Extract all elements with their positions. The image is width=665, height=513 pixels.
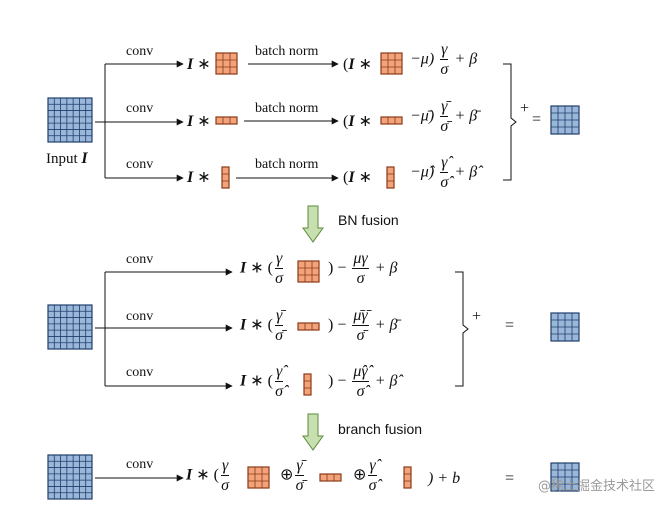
kernel-3x1: [303, 373, 312, 396]
kernel-3x1: [403, 466, 412, 489]
watermark: @稀土掘金技术社区: [537, 479, 655, 494]
bn-fusion-label: BN fusion: [338, 212, 399, 228]
batch-norm-label: batch norm: [255, 101, 319, 116]
bn-expr-open: (I ∗: [343, 56, 372, 73]
expr-i-times: I ∗: [187, 113, 211, 130]
sum-bracket: [455, 271, 469, 387]
kernel-1x3: [380, 116, 403, 125]
batch-norm-label: batch norm: [255, 157, 319, 172]
bn-expr-open: (I ∗: [343, 113, 372, 130]
sum-equals: =: [505, 317, 515, 334]
kernel-3x3: [247, 466, 270, 489]
bn-expr-open: (I ∗: [343, 169, 372, 186]
conv-label: conv: [126, 157, 154, 172]
kernel-3x3: [215, 52, 238, 75]
kernel-1x3: [215, 116, 238, 125]
output-feature-map: [550, 462, 580, 492]
input-feature-map: [47, 97, 93, 143]
sum-plus: +: [472, 308, 482, 325]
conv-label: conv: [126, 44, 154, 59]
kernel-3x1: [221, 166, 230, 189]
sum-equals: =: [505, 470, 515, 487]
kernel-3x1: [386, 166, 395, 189]
sum-bracket: [503, 63, 517, 181]
conv-label: conv: [126, 252, 154, 267]
conv-label: conv: [126, 457, 154, 472]
fused-expr-left: I ∗ (γ̄σ̄: [240, 307, 284, 344]
fused-expr-left: I ∗ (γ̂σ̂: [240, 363, 284, 400]
final-expr-end: ) + b: [428, 470, 461, 487]
branch-fusion-arrow: [302, 413, 324, 451]
sum-equals: =: [532, 111, 542, 128]
final-expr-oplus: ⊕γ̄σ̄: [280, 457, 304, 494]
fused-expr-right: ) − μ̄γ̄σ̄ + β̄: [328, 307, 398, 344]
kernel-3x3: [380, 52, 403, 75]
output-feature-map: [550, 312, 580, 342]
sum-plus: +: [520, 100, 530, 117]
bn-expr-rest: −μ̄) γ̄σ̄ + β̄: [410, 98, 478, 135]
input-feature-map: [47, 454, 93, 500]
conv-label: conv: [126, 365, 154, 380]
kernel-1x3: [319, 473, 342, 482]
fused-expr-right: ) − μ̂γ̂σ̂ + β̂: [328, 363, 398, 400]
conv-label: conv: [126, 101, 154, 116]
expr-i-times: I ∗: [187, 169, 211, 186]
input-feature-map: [47, 304, 93, 350]
conv-label: conv: [126, 309, 154, 324]
batch-norm-label: batch norm: [255, 44, 319, 59]
branch-fusion-label: branch fusion: [338, 421, 423, 437]
bn-expr-rest: −μ̂) γ̂σ̂ + β̂: [410, 154, 478, 191]
kernel-1x3: [297, 322, 320, 331]
output-feature-map: [550, 105, 580, 135]
input-label: Input I: [46, 150, 88, 167]
bn-fusion-arrow: [302, 205, 324, 243]
expr-i-times: I ∗: [187, 56, 211, 73]
final-expr-oplus: ⊕γ̂σ̂: [353, 457, 377, 494]
kernel-3x3: [297, 260, 320, 283]
